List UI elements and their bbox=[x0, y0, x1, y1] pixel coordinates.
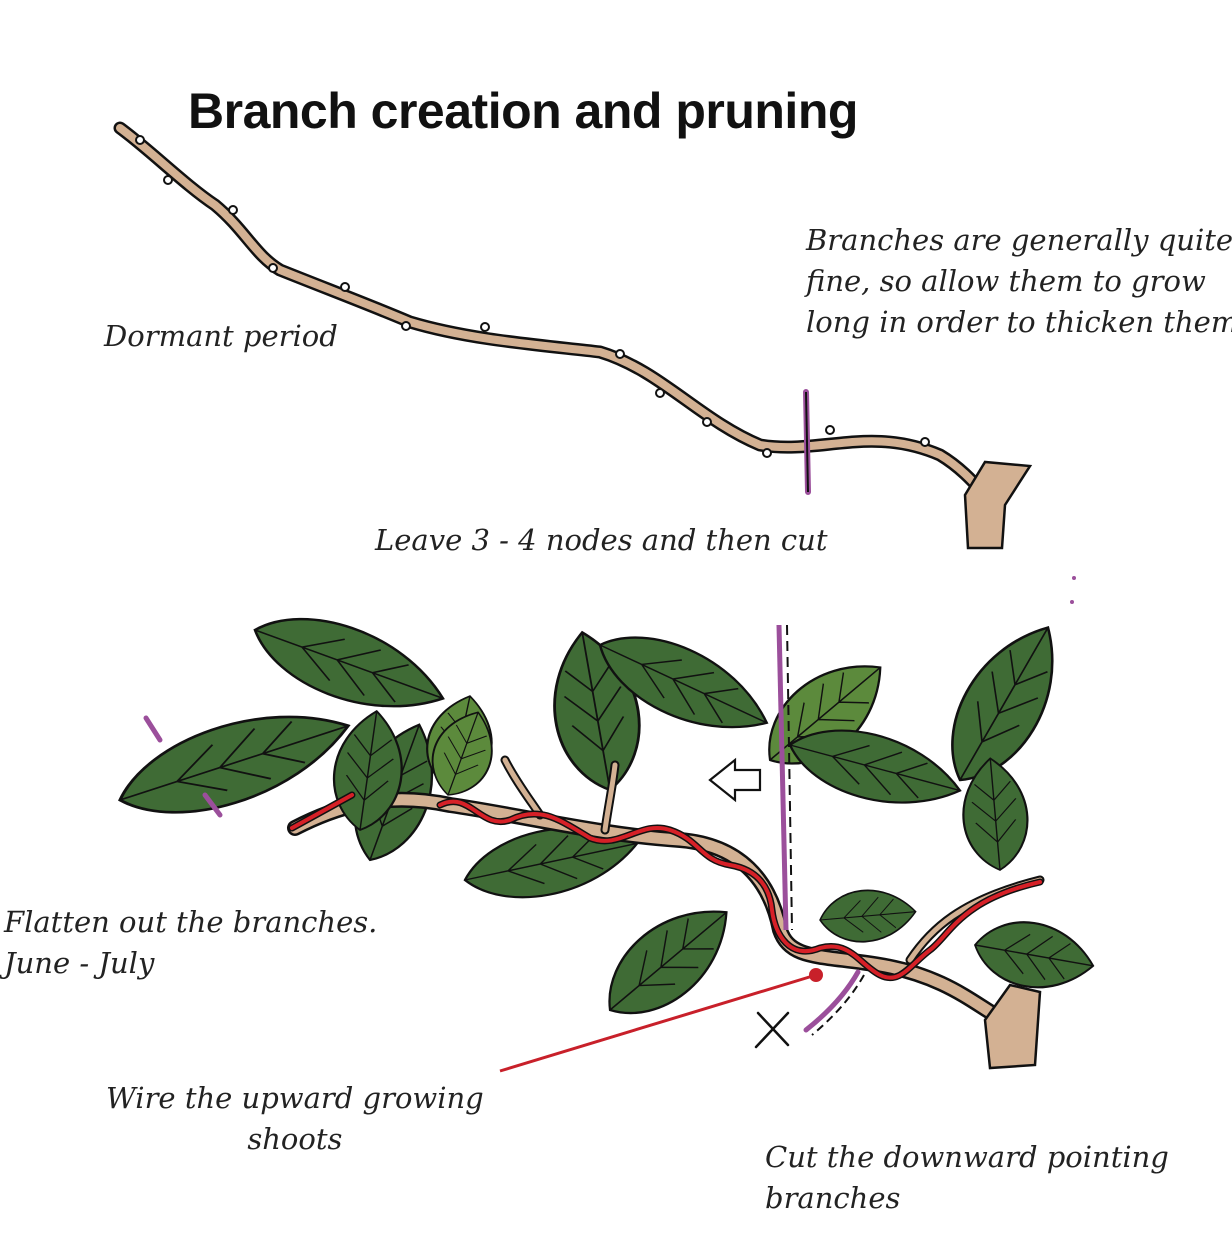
label-flatten: Flatten out the branches. June - July bbox=[4, 905, 378, 980]
label-branches-fine: Branches are generally quite fine, so al… bbox=[806, 223, 1232, 339]
dormant-branch bbox=[113, 121, 1033, 550]
label-leave-nodes: Leave 3 - 4 nodes and then cut bbox=[375, 523, 828, 557]
wire-pointer bbox=[499, 968, 823, 1073]
remove-x-mark bbox=[754, 1011, 790, 1049]
cut-mark-top bbox=[803, 389, 811, 495]
flatten-arrow bbox=[708, 757, 762, 803]
page-title: Branch creation and pruning bbox=[188, 83, 858, 139]
stray-dots bbox=[1070, 576, 1076, 604]
label-cut-downward: Cut the downward pointing branches bbox=[765, 1140, 1169, 1215]
cut-mark-bottom bbox=[143, 624, 865, 1036]
label-wire-shoots: Wire the upward growing shoots bbox=[106, 1081, 484, 1156]
training-wire bbox=[288, 791, 1044, 982]
leafy-branch bbox=[106, 595, 1100, 1070]
label-dormant-period: Dormant period bbox=[104, 319, 338, 353]
